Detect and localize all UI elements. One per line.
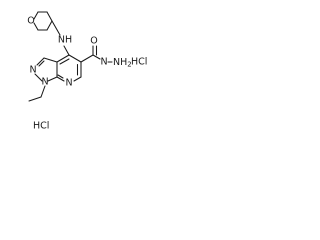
bond [46, 20, 53, 31]
hydrazide-h-count: 2 [127, 61, 131, 69]
bond [56, 54, 70, 63]
bond [38, 60, 45, 67]
bond [43, 57, 58, 63]
pyrazole-n2-label: N [29, 65, 36, 76]
amine-nh-label: NH [58, 35, 72, 46]
bond [34, 73, 43, 82]
hcl-salt-label-1: HCl [131, 57, 147, 68]
bond [36, 57, 45, 66]
bond [40, 85, 46, 98]
bond [63, 45, 70, 56]
hydrazide-nh2-label: NH2 [113, 57, 132, 69]
oxane-ring [33, 11, 53, 31]
oxane-oxygen-label: O [27, 16, 34, 27]
bond [92, 54, 101, 60]
bond [73, 76, 82, 82]
bond [46, 11, 53, 22]
bond [28, 96, 42, 102]
bond [33, 22, 39, 31]
carbonyl-oxygen-label: O [90, 36, 97, 47]
hcl-salt-label-2: HCl [33, 121, 49, 132]
bond [59, 58, 70, 65]
pyrazolopyridine-core [34, 54, 82, 82]
bond [68, 54, 82, 63]
hydrazide-nh-text: NH [113, 57, 127, 68]
pyrazole-n1-label: N [41, 77, 48, 88]
chemical-structure-diagram: O NH N N N O N NH2 HCl HCl [27, 11, 147, 132]
ethyl-group [28, 85, 46, 102]
bond [33, 11, 39, 20]
pyridine-n-label: N [65, 78, 72, 89]
bond [56, 76, 65, 82]
carbohydrazide-group [80, 45, 113, 63]
bond [80, 54, 94, 63]
bond [47, 76, 58, 82]
hydrazide-n1-label: N [100, 57, 107, 68]
bond [51, 20, 61, 36]
bond [57, 74, 64, 79]
